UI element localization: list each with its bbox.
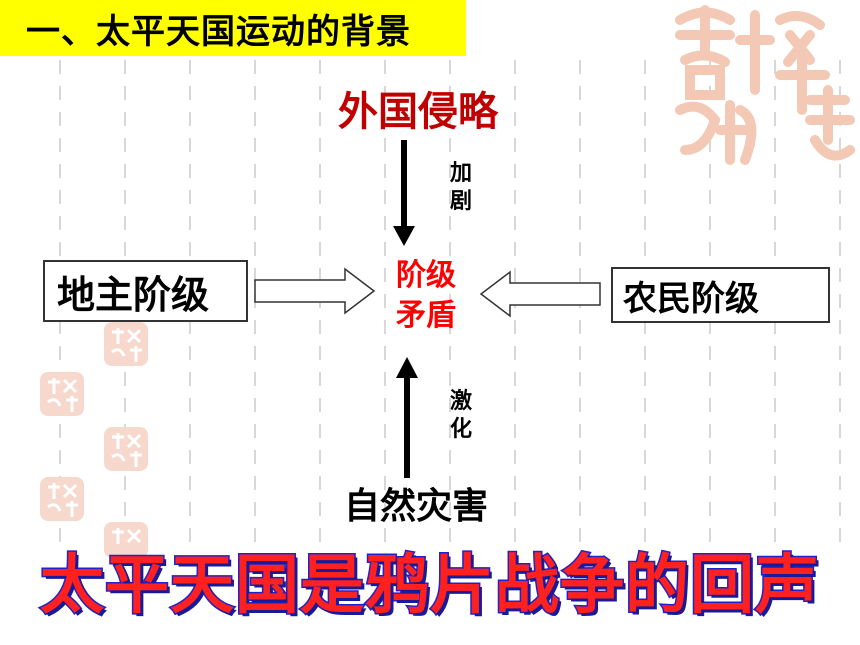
seal-watermark-icon [40,372,84,416]
seal-watermark-icon [104,522,148,558]
node-peasant-class: 农民阶级 [611,267,830,323]
arrow-up-icon [396,357,418,478]
hollow-arrow-right-icon [254,267,376,315]
conclusion-text: 太平天国是鸦片战争的回声 [39,548,821,625]
edge-label-intensify: 加 剧 [446,160,476,216]
seal-watermark-icon [675,5,855,165]
edge-label-char: 剧 [449,189,472,214]
seal-watermark-icon [104,427,148,471]
edge-label-char: 激 [449,389,472,414]
page-title: 一、太平天国运动的背景 [0,0,466,56]
node-landlord-class: 地主阶级 [43,260,248,322]
node-foreign-invasion: 外国侵略 [338,89,498,135]
seal-watermark-icon [104,322,148,366]
node-natural-disaster: 自然灾害 [343,486,488,527]
hollow-arrow-left-icon [479,270,601,318]
edge-label-char: 加 [449,161,472,186]
seal-watermark-icon [40,477,84,521]
arrow-down-icon [393,140,415,246]
edge-label-sharpen: 激 化 [446,388,476,444]
edge-label-char: 化 [449,417,472,442]
center-line: 阶级 [396,258,456,293]
node-class-conflict: 阶级 矛盾 [376,256,476,336]
center-line: 矛盾 [396,298,456,333]
